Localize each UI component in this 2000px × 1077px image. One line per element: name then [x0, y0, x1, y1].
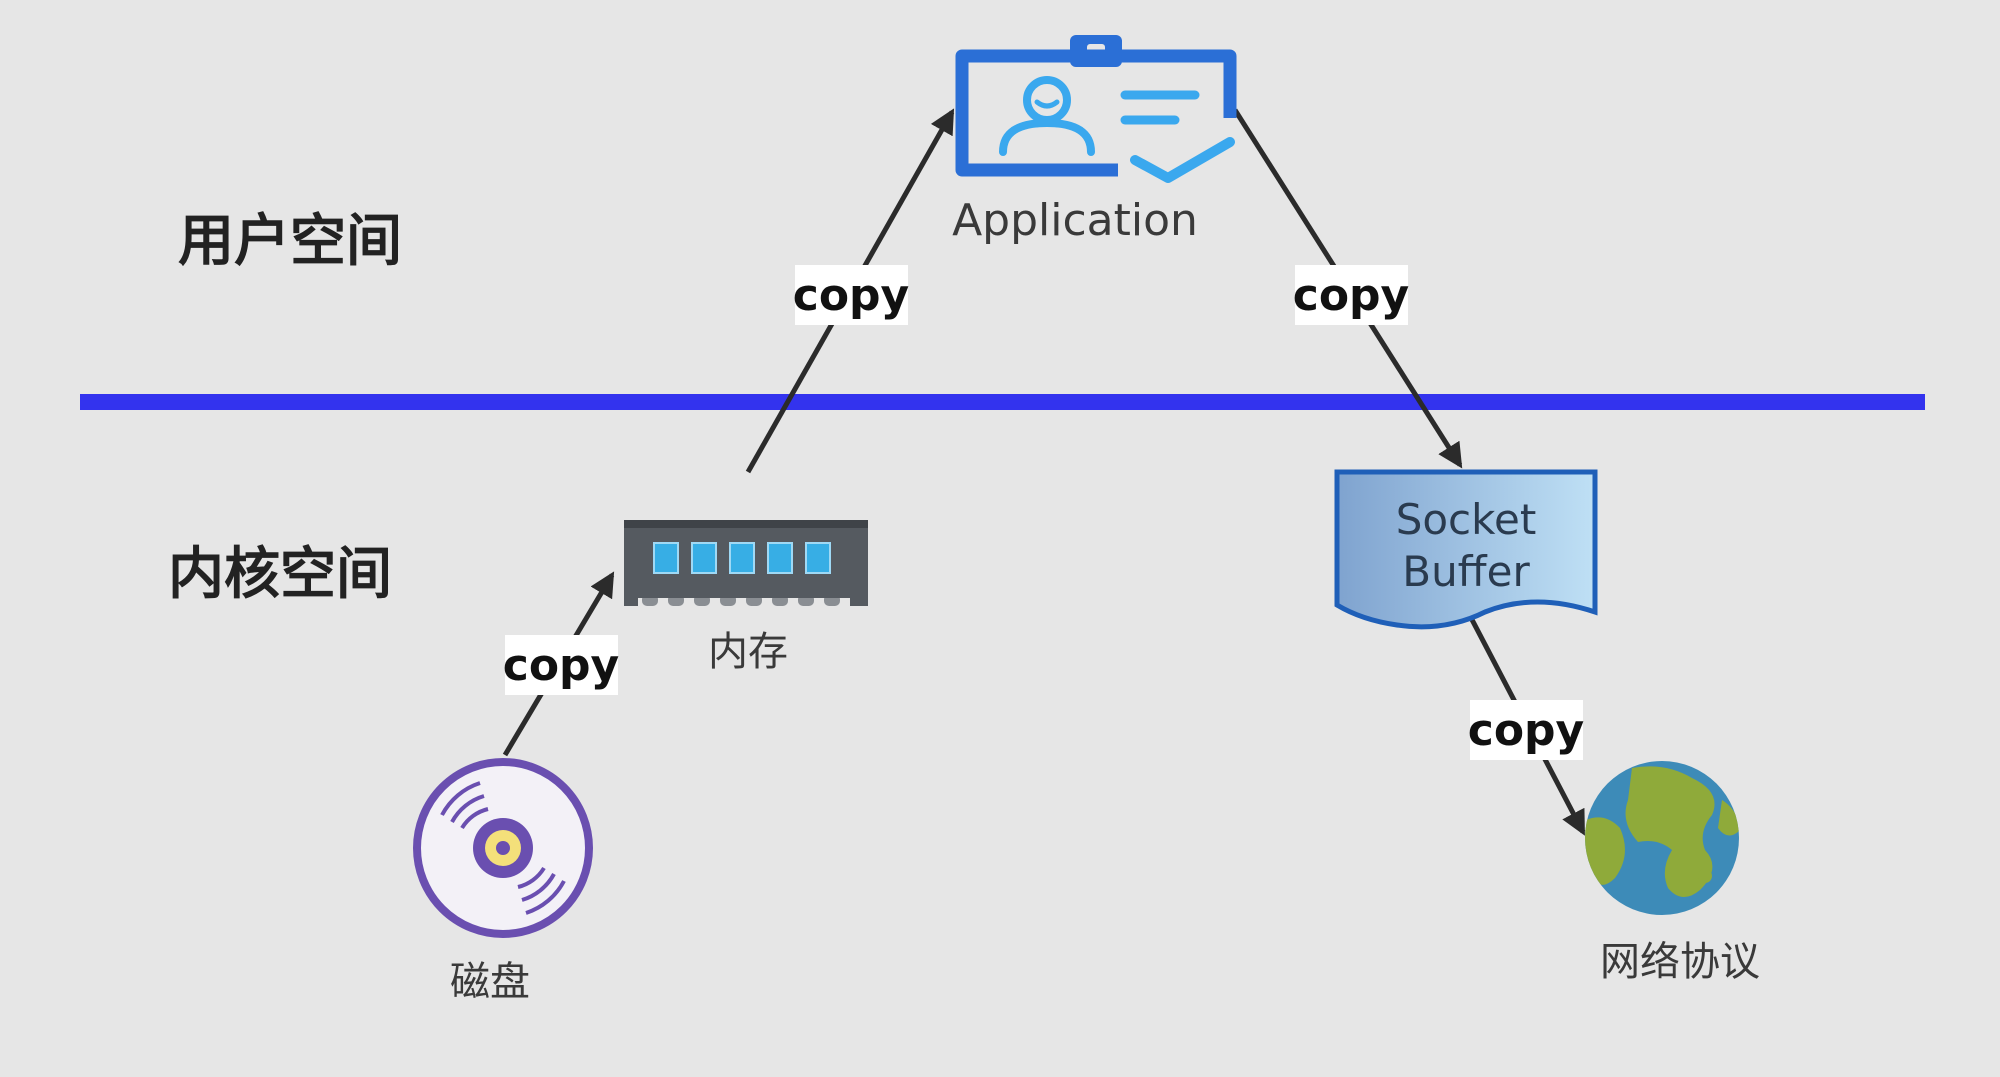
socket-buffer-label-line1: Socket — [1396, 495, 1537, 544]
memory-module-icon — [624, 520, 868, 606]
svg-text:copy: copy — [1468, 705, 1585, 756]
memory-label: 内存 — [708, 629, 788, 675]
network-label: 网络协议 — [1600, 939, 1760, 985]
copy-label-disk-memory: copy — [503, 635, 620, 695]
kernel-space-label: 内核空间 — [168, 542, 392, 607]
application-node: Application — [952, 35, 1237, 246]
globe-icon — [1585, 761, 1739, 915]
application-label: Application — [952, 195, 1198, 246]
network-node: 网络协议 — [1585, 761, 1760, 985]
memory-node: 内存 — [624, 520, 868, 675]
copy-label-socket-network: copy — [1468, 700, 1585, 760]
copy-label-memory-application: copy — [793, 265, 910, 325]
document-icon — [1334, 469, 1598, 630]
disk-icon — [413, 758, 593, 938]
socket-buffer-label-line2: Buffer — [1402, 547, 1530, 596]
user-space-label: 用户空间 — [178, 209, 402, 274]
svg-text:copy: copy — [793, 270, 910, 321]
socket-buffer-node: Socket Buffer — [1334, 469, 1598, 630]
svg-text:copy: copy — [1293, 270, 1410, 321]
disk-label: 磁盘 — [450, 959, 530, 1005]
copy-label-application-socket: copy — [1293, 265, 1410, 325]
svg-text:copy: copy — [503, 640, 620, 691]
disk-node: 磁盘 — [413, 758, 593, 1005]
id-card-icon — [955, 35, 1237, 183]
